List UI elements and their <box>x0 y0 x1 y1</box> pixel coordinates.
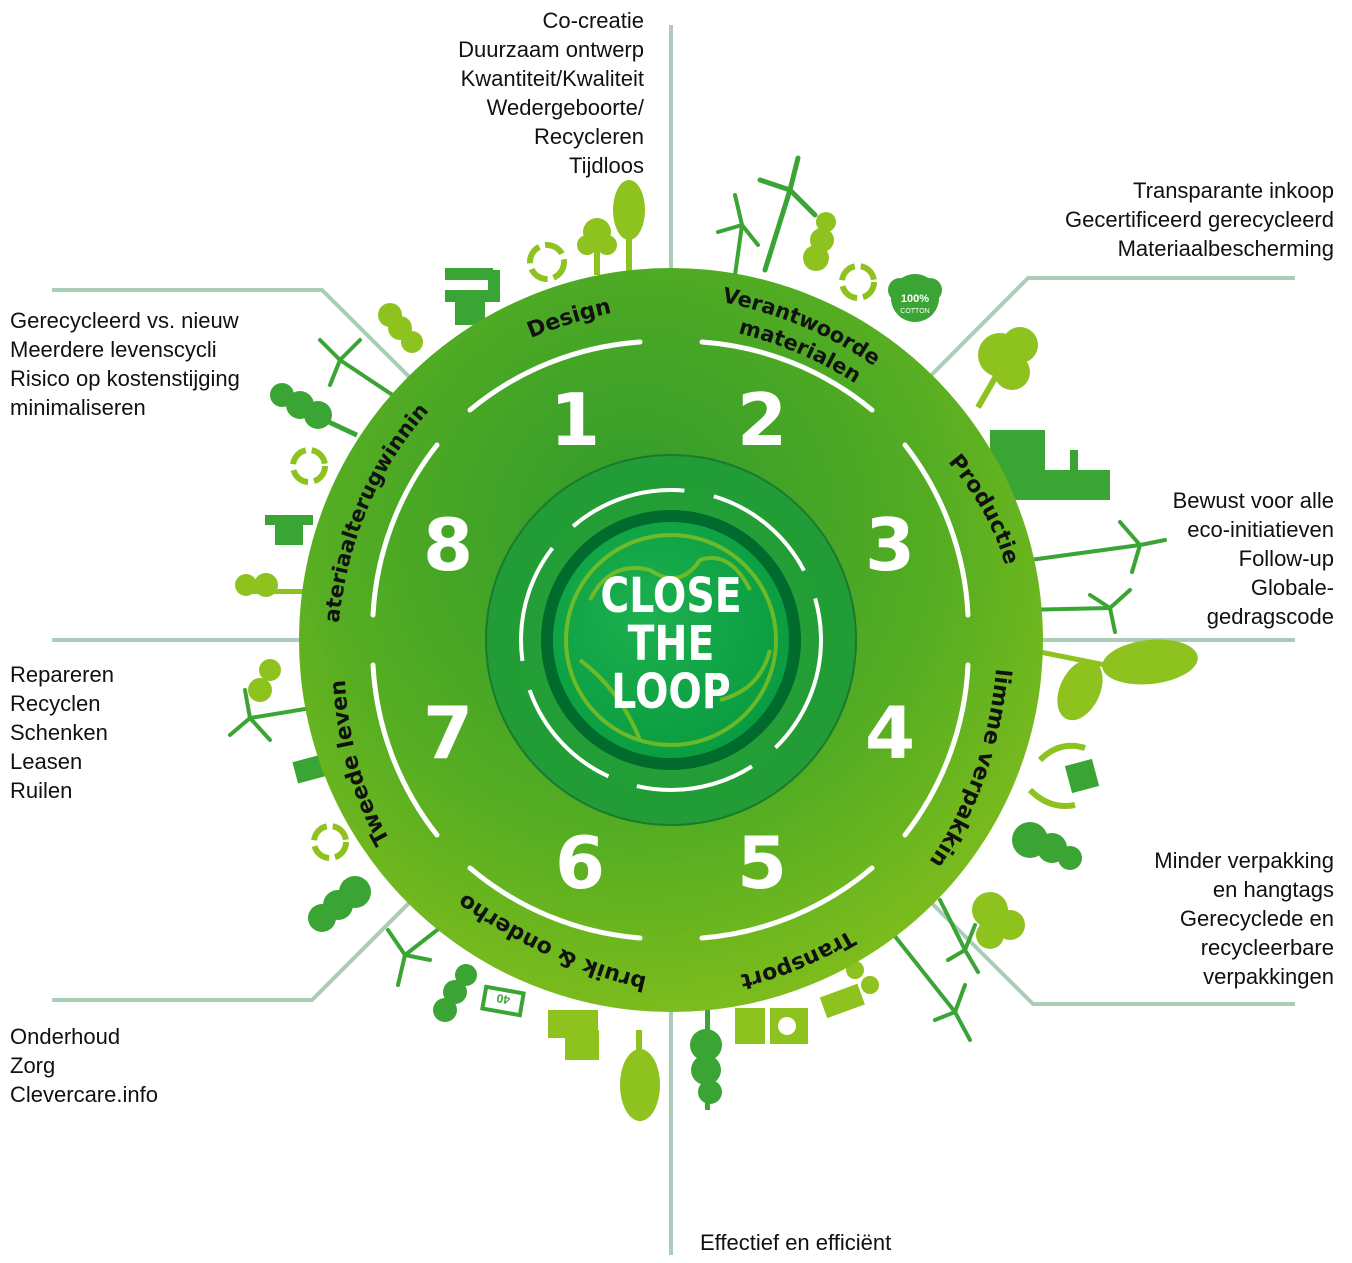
tshirt-icon <box>265 515 313 545</box>
tree-icon <box>235 573 320 597</box>
note-second-life: Repareren Recyclen Schenken Leasen Ruile… <box>10 662 114 803</box>
wash-label-text: 40 <box>495 991 511 1007</box>
segment-number-4: 4 <box>865 691 915 775</box>
tree-icon <box>975 327 1038 409</box>
tree-icon <box>248 659 281 702</box>
segment-number-7: 7 <box>423 691 473 775</box>
globe-icon <box>564 533 778 747</box>
center-globe <box>553 522 789 758</box>
segment-number-5: 5 <box>737 821 787 905</box>
center-ring-outer <box>519 488 823 792</box>
wind-turbine-icon <box>716 193 760 277</box>
note-production: Bewust voor alle eco-initiatieven Follow… <box>1172 488 1334 629</box>
wash-label-icon: 40 <box>480 984 526 1018</box>
wind-turbine-icon <box>1028 520 1167 574</box>
segment-number-6: 6 <box>555 821 605 905</box>
recycle-icon <box>527 242 567 282</box>
wind-turbine-icon <box>318 338 402 402</box>
tree-icon <box>577 218 617 275</box>
tree-icon <box>433 964 477 1022</box>
tree-icon <box>308 876 371 932</box>
leaf-icon <box>1039 639 1198 721</box>
center-title-line1: CLOSE <box>600 568 741 624</box>
tree-icon <box>972 892 1025 949</box>
segment-number-2: 2 <box>737 378 787 462</box>
center-title-line3: LOOP <box>611 664 730 720</box>
tshirt-icon <box>548 1010 599 1060</box>
recycle-icon <box>311 823 349 861</box>
wind-turbine-icon <box>938 898 980 974</box>
delivery-box-icon <box>735 1008 808 1044</box>
note-materials: Transparante inkoop Gecertificeerd gerec… <box>1064 178 1334 261</box>
note-packaging: Minder verpakking en hangtags Gerecycled… <box>1154 848 1334 989</box>
tree-icon <box>1012 822 1082 870</box>
tree-icon <box>613 180 645 275</box>
wind-turbine-icon <box>888 928 972 1042</box>
tree-icon <box>378 303 423 353</box>
tree-icon <box>803 212 836 271</box>
note-transport: Effectief en efficiënt <box>700 1230 892 1255</box>
segment-arcs <box>370 339 971 941</box>
tree-icon <box>620 1030 660 1121</box>
note-design: Co-creatie Duurzaam ontwerp Kwantiteit/K… <box>458 8 644 178</box>
note-recovery: Gerecycleerd vs. nieuw Meerdere levenscy… <box>10 308 240 420</box>
recycle-icon <box>290 447 328 485</box>
recycle-icon <box>839 263 877 301</box>
eco-icons-ring: 100% COTTON <box>228 155 1198 1121</box>
tree-icon <box>270 383 359 438</box>
segment-number-3: 3 <box>865 503 915 587</box>
note-use: Onderhoud Zorg Clevercare.info <box>10 1024 158 1107</box>
cotton-tag-icon: 100% COTTON <box>888 274 942 322</box>
segment-number-1: 1 <box>550 378 600 462</box>
hand-box-icon <box>1027 742 1100 809</box>
cotton-tag-subtext: COTTON <box>900 308 929 315</box>
wind-turbine-icon <box>757 155 818 273</box>
tree-icon <box>690 1010 722 1110</box>
cotton-tag-text: 100% <box>901 293 929 305</box>
segment-number-8: 8 <box>423 503 473 587</box>
center-title-line2: THE <box>628 616 715 672</box>
